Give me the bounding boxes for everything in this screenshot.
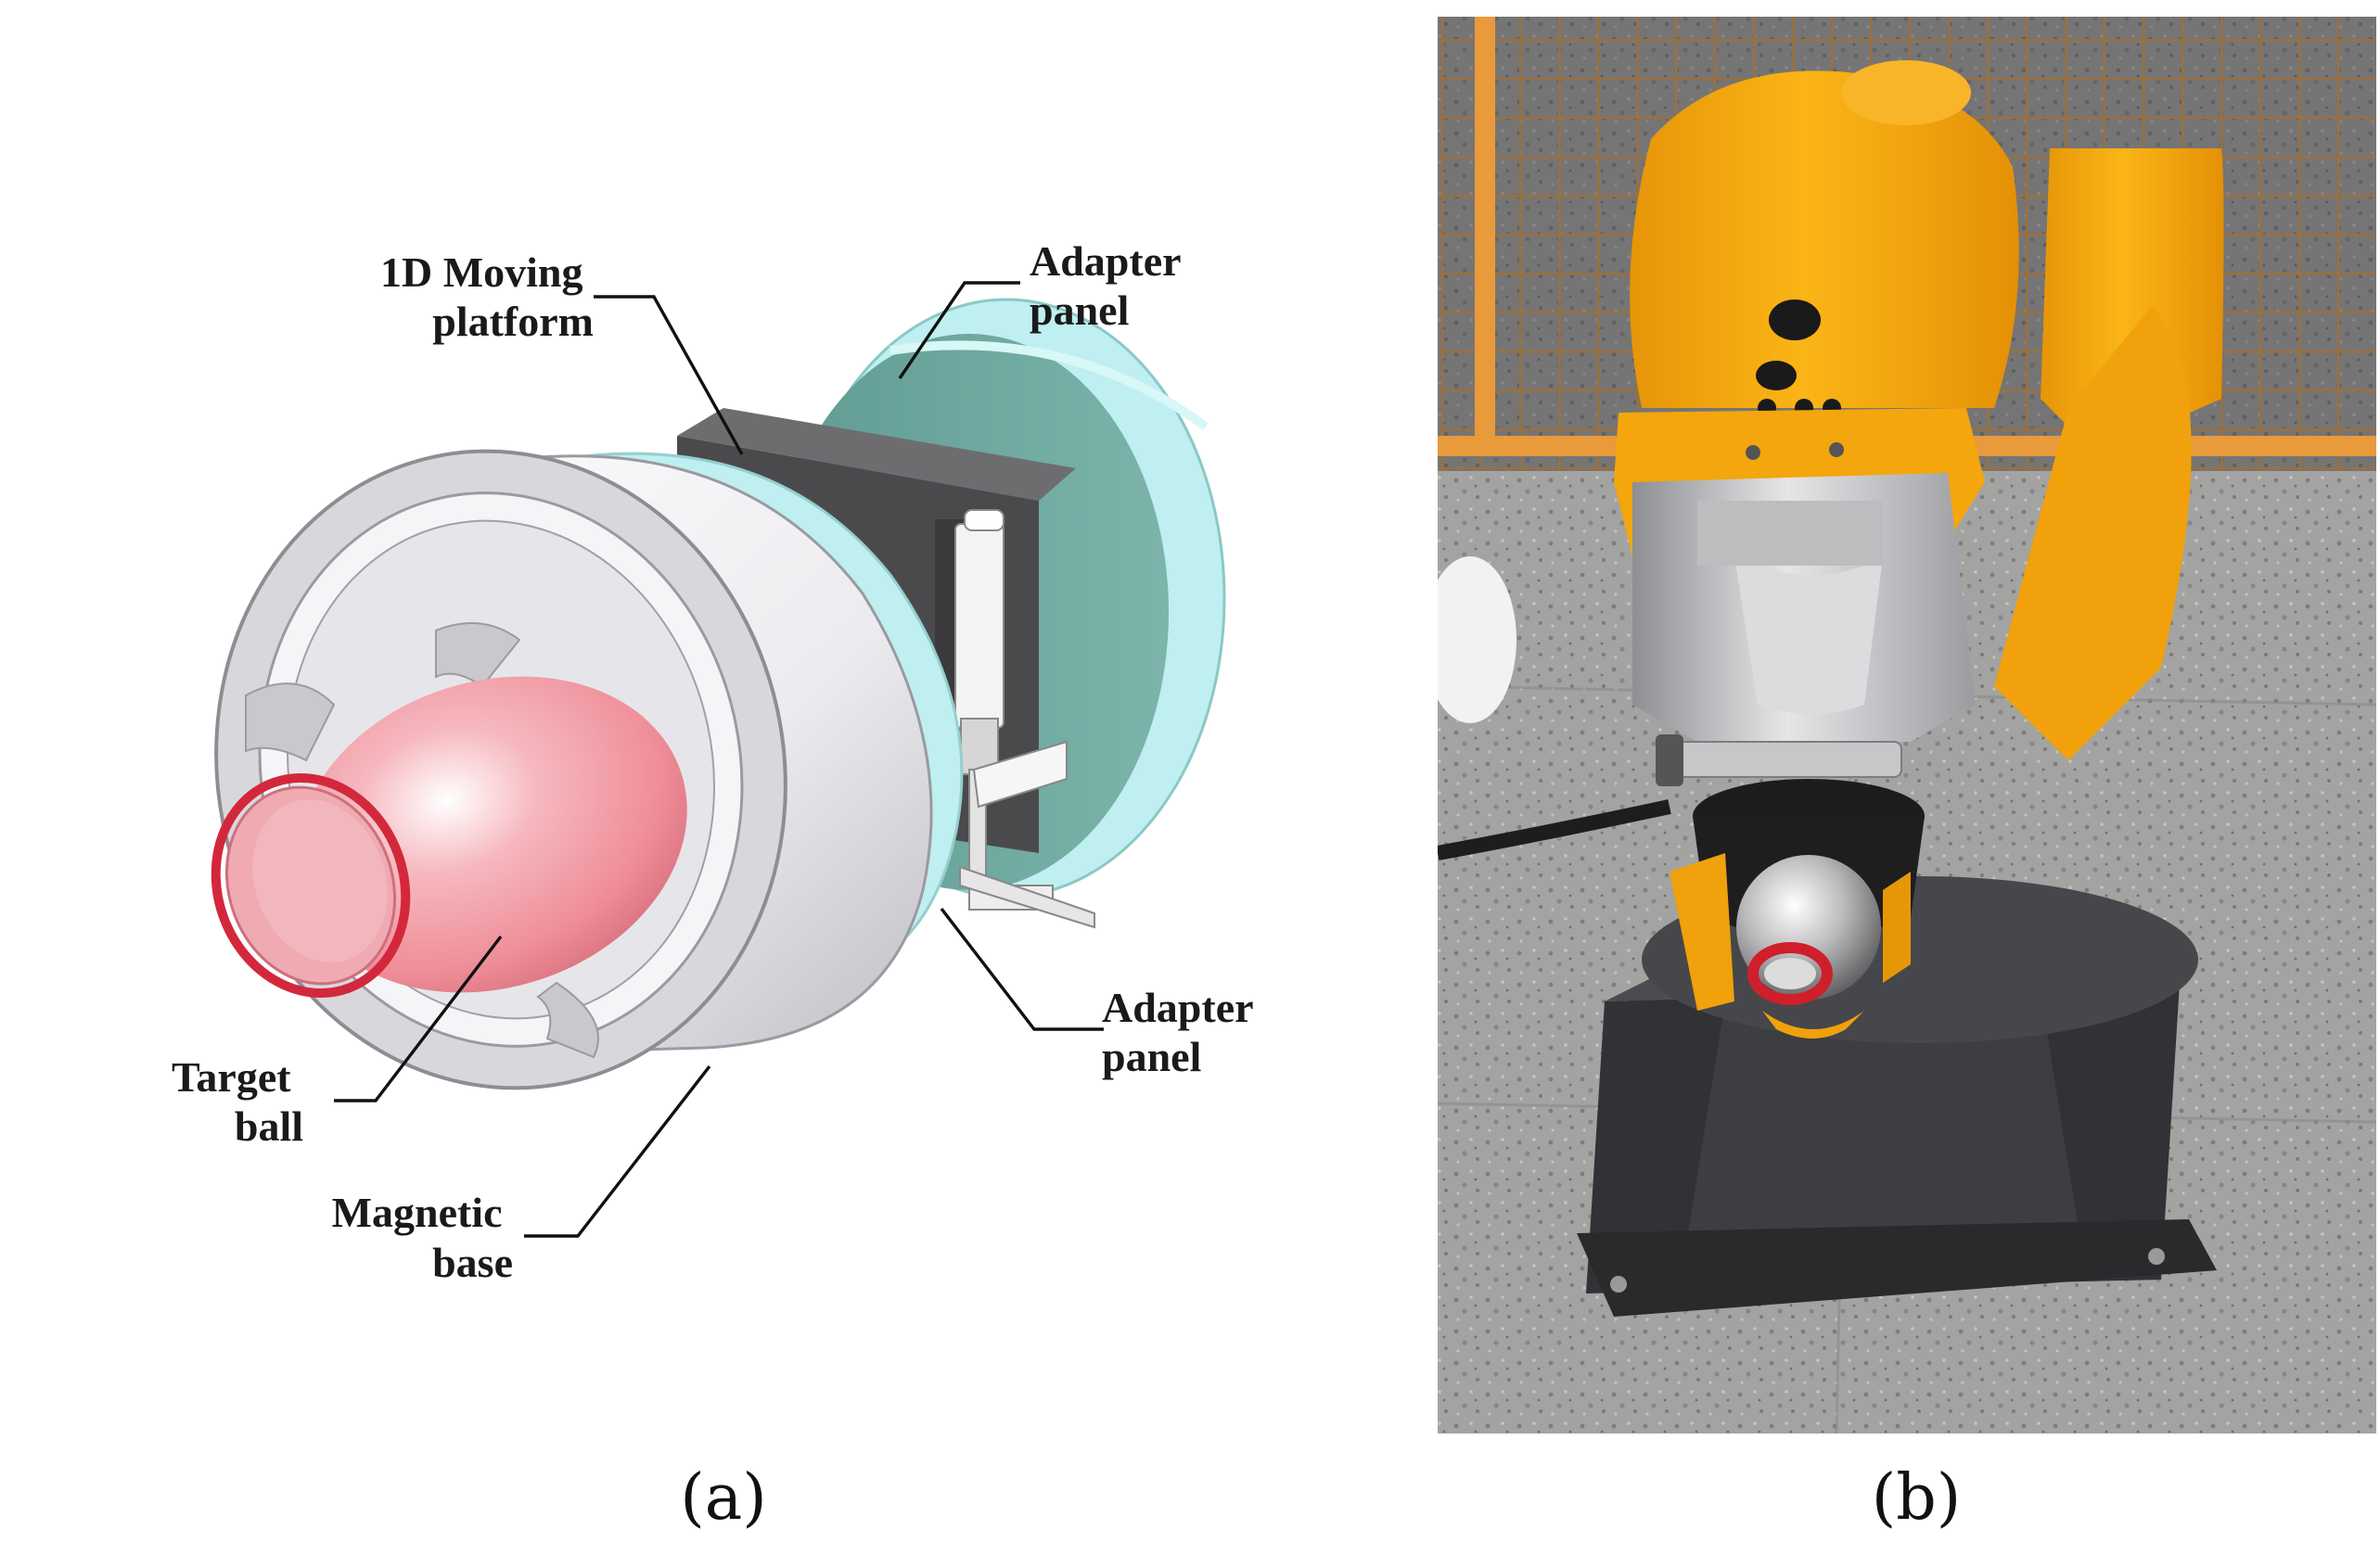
end-effector: [1656, 734, 1925, 1039]
label-adapter-panel-top: Adapter panel: [1030, 237, 1191, 334]
sensor-port: [1769, 299, 1821, 340]
label-target-ball: Target ball: [172, 1053, 303, 1150]
target-ball: [211, 676, 687, 999]
micrometer-clamp: [954, 509, 1095, 929]
panel-a-cad-rendering: 1D Moving platform Adapter panel Adapter…: [172, 237, 1263, 1535]
leader-lines: [334, 281, 1104, 1238]
label-moving-platform: 1D Moving platform: [380, 249, 594, 345]
robot-wrist: [1632, 442, 1976, 742]
target-ball-rim: [1747, 942, 1833, 1005]
leader-target-ball: [334, 935, 503, 1102]
leader-adapter-panel-top: [898, 281, 1020, 379]
leader-magnetic-base: [524, 1064, 711, 1238]
caption-b: (b): [1872, 1461, 1962, 1535]
caption-a: (a): [680, 1461, 767, 1535]
label-adapter-panel-right: Adapter panel: [1102, 984, 1263, 1080]
cable: [1438, 799, 1671, 860]
white-bag: [1438, 556, 1516, 723]
leader-adapter-panel-right: [940, 907, 1104, 1031]
arm-shoulder: [1630, 70, 2019, 408]
leader-moving-platform: [594, 295, 744, 455]
robot-arm: [1614, 60, 2224, 760]
micrometer-barrel: [1659, 741, 1902, 778]
arm-forearm: [1994, 306, 2192, 760]
label-magnetic-base: Magnetic base: [332, 1189, 513, 1286]
panel-b-photograph: [1438, 17, 2376, 1434]
